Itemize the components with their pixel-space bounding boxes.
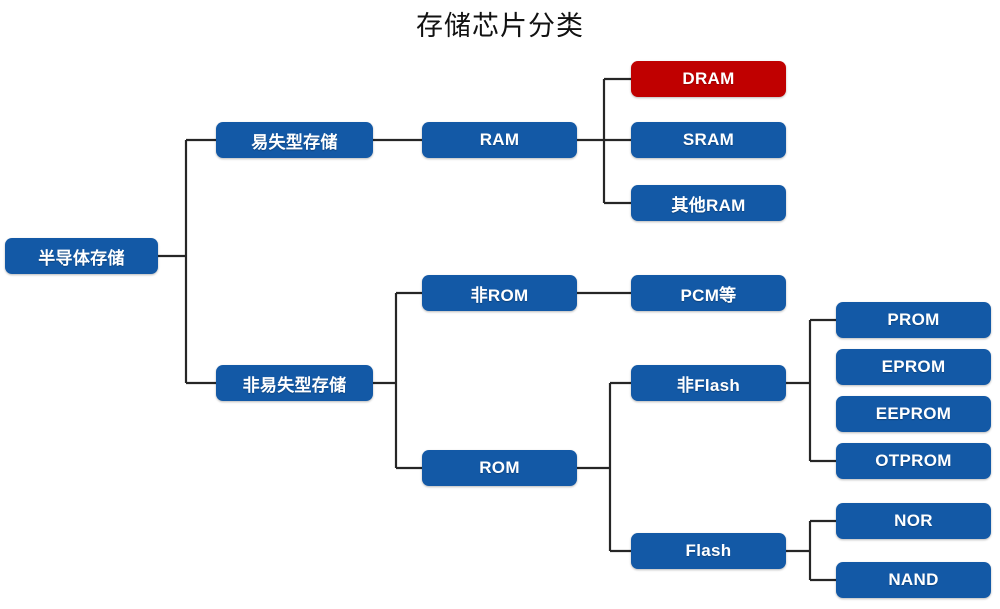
node-ram[interactable]: RAM	[422, 122, 577, 158]
node-pcm[interactable]: PCM等	[631, 275, 786, 311]
node-sram[interactable]: SRAM	[631, 122, 786, 158]
node-non-flash[interactable]: 非Flash	[631, 365, 786, 401]
node-prom[interactable]: PROM	[836, 302, 991, 338]
node-label: RAM	[479, 130, 520, 149]
node-label: DRAM	[682, 69, 735, 88]
node-eeprom[interactable]: EEPROM	[836, 396, 991, 432]
node-label: NAND	[888, 570, 939, 589]
node-eprom[interactable]: EPROM	[836, 349, 991, 385]
node-non-rom[interactable]: 非ROM	[422, 275, 577, 311]
node-label: PROM	[887, 310, 940, 329]
node-label: OTPROM	[875, 451, 952, 470]
node-label: ROM	[479, 458, 520, 477]
node-rom[interactable]: ROM	[422, 450, 577, 486]
node-label: 易失型存储	[251, 132, 338, 152]
node-label: 非Flash	[676, 375, 741, 395]
node-label: 非ROM	[470, 285, 529, 305]
node-semiconductor-storage[interactable]: 半导体存储	[5, 238, 158, 274]
node-flash[interactable]: Flash	[631, 533, 786, 569]
node-label: EEPROM	[875, 404, 952, 423]
node-label: Flash	[685, 541, 732, 560]
node-label: 非易失型存储	[242, 375, 347, 395]
node-nor[interactable]: NOR	[836, 503, 991, 539]
node-label: NOR	[894, 511, 933, 530]
node-nonvolatile-storage[interactable]: 非易失型存储	[216, 365, 373, 401]
node-label: EPROM	[881, 357, 946, 376]
node-label: PCM等	[680, 285, 737, 305]
node-label: SRAM	[682, 130, 735, 149]
node-otprom[interactable]: OTPROM	[836, 443, 991, 479]
node-label: 其他RAM	[671, 195, 746, 215]
node-nand[interactable]: NAND	[836, 562, 991, 598]
node-other-ram[interactable]: 其他RAM	[631, 185, 786, 221]
page-title: 存储芯片分类	[416, 11, 584, 41]
node-volatile-storage[interactable]: 易失型存储	[216, 122, 373, 158]
node-label: 半导体存储	[38, 248, 125, 268]
node-dram[interactable]: DRAM	[631, 61, 786, 97]
